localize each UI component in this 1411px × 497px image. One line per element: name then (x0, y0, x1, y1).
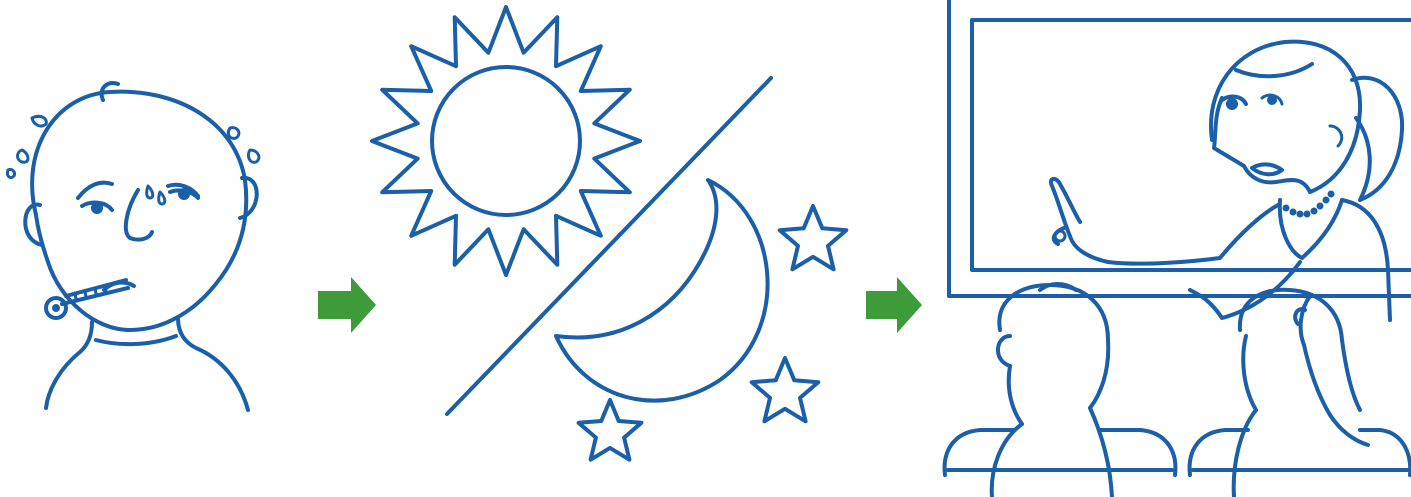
right-arrow-icon (866, 277, 922, 333)
blackboard-inner (972, 20, 1411, 270)
star-icon (579, 400, 642, 460)
day-night-icon (372, 7, 846, 460)
desk-right (1190, 430, 1411, 475)
student-boy (992, 284, 1112, 497)
student-girl (1234, 290, 1368, 497)
blackboard (949, 0, 1411, 296)
classroom-icon (945, 0, 1411, 497)
teacher (1051, 42, 1402, 320)
star-icon (780, 206, 847, 269)
sun-rays (372, 7, 640, 275)
desk-left (945, 430, 1176, 475)
sick-child-icon (7, 83, 258, 410)
right-arrow-icon (318, 277, 376, 333)
star-icon (752, 358, 819, 421)
necklace (1283, 191, 1335, 218)
